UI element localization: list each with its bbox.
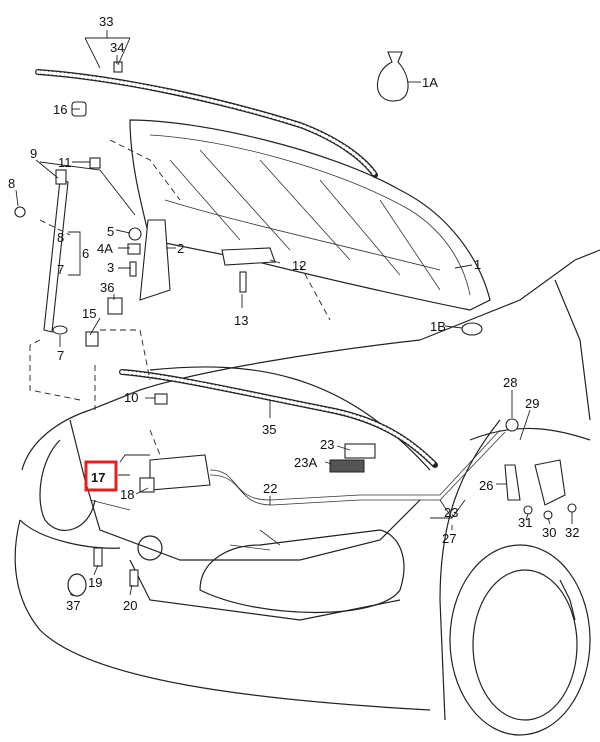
label-9: 9 xyxy=(30,146,37,161)
label-11: 11 xyxy=(58,155,72,170)
highlight-box-part-17 xyxy=(84,460,118,492)
label-10: 10 xyxy=(124,390,138,405)
label-12: 12 xyxy=(292,258,306,273)
car-body xyxy=(14,249,600,736)
label-33: 33 xyxy=(99,14,113,29)
label-35: 35 xyxy=(262,422,276,437)
parts xyxy=(14,51,577,587)
bonnet xyxy=(35,69,491,468)
label-36: 36 xyxy=(100,280,114,295)
label-29: 29 xyxy=(525,396,539,411)
label-3: 3 xyxy=(107,260,114,275)
label-23A: 23A xyxy=(294,455,317,470)
label-6: 6 xyxy=(82,246,89,261)
label-18: 18 xyxy=(120,487,134,502)
label-13: 13 xyxy=(234,313,248,328)
label-27: 27 xyxy=(442,531,456,546)
leader-lines xyxy=(15,30,573,597)
label-23: 23 xyxy=(320,437,334,452)
label-1A: 1A xyxy=(422,75,438,90)
label-1B: 1B xyxy=(430,319,446,334)
label-22: 22 xyxy=(263,481,277,496)
label-15: 15 xyxy=(82,306,96,321)
label-23b: 23 xyxy=(444,505,458,520)
label-34: 34 xyxy=(110,40,124,55)
label-28: 28 xyxy=(503,375,517,390)
label-16: 16 xyxy=(53,102,67,117)
label-20: 20 xyxy=(123,598,137,613)
label-37: 37 xyxy=(66,598,80,613)
label-17: 17 xyxy=(91,470,105,485)
label-8: 8 xyxy=(8,176,15,191)
label-7b: 7 xyxy=(57,348,64,363)
label-26: 26 xyxy=(479,478,493,493)
label-19: 19 xyxy=(88,575,102,590)
label-30: 30 xyxy=(542,525,556,540)
label-5: 5 xyxy=(107,224,114,239)
part-labels: 33 34 1A 16 9 11 8 5 4A 2 8 6 7 3 12 1 1… xyxy=(8,14,579,613)
label-32: 32 xyxy=(565,525,579,540)
label-1: 1 xyxy=(474,257,481,272)
label-4A: 4A xyxy=(97,241,113,256)
label-31: 31 xyxy=(518,515,532,530)
label-7: 7 xyxy=(57,262,64,277)
label-8b: 8 xyxy=(57,230,64,245)
label-2: 2 xyxy=(177,241,184,256)
